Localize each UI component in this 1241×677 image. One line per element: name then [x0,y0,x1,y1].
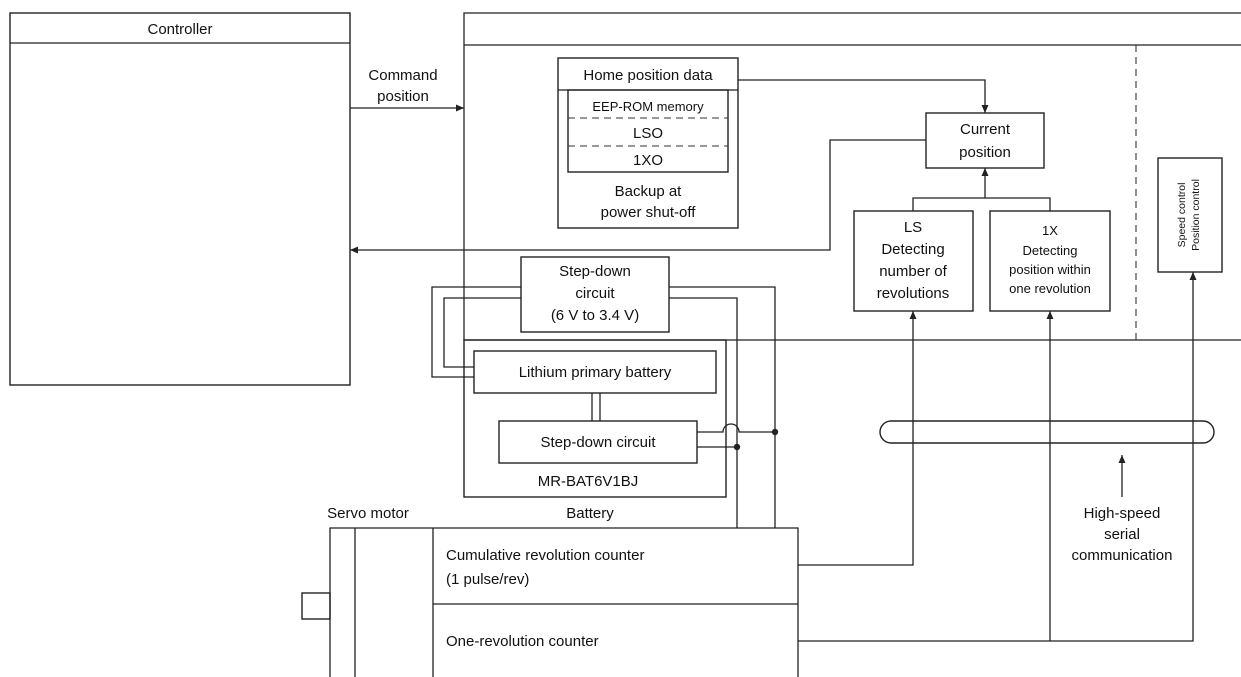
stepdown-bottom-block: Step-down circuit [498,420,698,464]
onex-label-1: 1X [1042,223,1058,238]
battery-wiring [431,286,779,528]
ixo-label: 1XO [633,152,663,169]
ls-label-3: number of [879,263,947,280]
ls-label-2: Detecting [881,241,944,258]
control-label-1: Speed control [1176,183,1188,248]
detector-merge-line [912,197,1051,211]
servo-motor-label: Servo motor [327,505,409,522]
encoder-signal-lines [798,272,1197,642]
ls-label-1: LS [904,219,922,236]
battery-label: Battery [566,505,614,522]
onex-label-3: position within [1009,262,1091,277]
eeprom-box [567,89,729,173]
servo-motor: Servo motor Cumulative revolution counte… [301,505,799,677]
servo-amplifier-frame [463,12,1241,341]
lithium-label: Lithium primary battery [519,364,672,381]
onex-block: 1X Detecting position within one revolut… [989,210,1111,312]
control-label-2: Position control [1190,179,1202,251]
cumulative-label-2: (1 pulse/rev) [446,571,529,588]
stepdown-top-label-2: circuit [575,285,615,302]
stepdown-top-label-3: (6 V to 3.4 V) [551,307,639,324]
battery-model-label: MR-BAT6V1BJ [538,473,639,490]
feedback-to-controller-line [350,139,926,254]
onex-label-4: one revolution [1009,281,1091,296]
onex-label-2: Detecting [1023,243,1078,258]
controller-title: Controller [147,21,212,38]
ls-block: LS Detecting number of revolutions [853,210,974,312]
control-block: Speed control Position control [1157,157,1223,273]
serial-label-1: High-speed [1084,505,1161,522]
battery-enclosure: MR-BAT6V1BJ Battery [463,339,727,522]
lithium-battery-block: Lithium primary battery [473,350,717,394]
backup-label-1: Backup at [615,183,683,200]
current-position-block: Current position [925,112,1045,169]
command-label-1: Command [368,67,437,84]
ls-label-4: revolutions [877,285,950,302]
stepdown-bottom-label: Step-down circuit [540,434,656,451]
current-label-1: Current [960,121,1011,138]
command-position-signal: Command position [350,67,464,112]
one-rev-label: One-revolution counter [446,633,599,650]
current-label-2: position [959,144,1011,161]
cumulative-label-1: Cumulative revolution counter [446,547,644,564]
home-position-block: Home position data EEP-ROM memory LSO 1X… [557,57,739,229]
motor-shaft [301,592,331,620]
stepdown-top-block: Step-down circuit (6 V to 3.4 V) [520,256,670,333]
stepdown-top-label-1: Step-down [559,263,631,280]
home-to-current-line [738,79,989,113]
eeprom-label: EEP-ROM memory [592,99,704,114]
serial-label-2: serial [1104,526,1140,543]
home-position-title: Home position data [583,67,713,84]
serial-bundle: High-speed serial communication [879,420,1215,564]
backup-label-2: power shut-off [601,204,697,221]
lso-label: LSO [633,125,663,142]
command-label-2: position [377,88,429,105]
controller-block: Controller [9,12,351,386]
serial-label-3: communication [1072,547,1173,564]
